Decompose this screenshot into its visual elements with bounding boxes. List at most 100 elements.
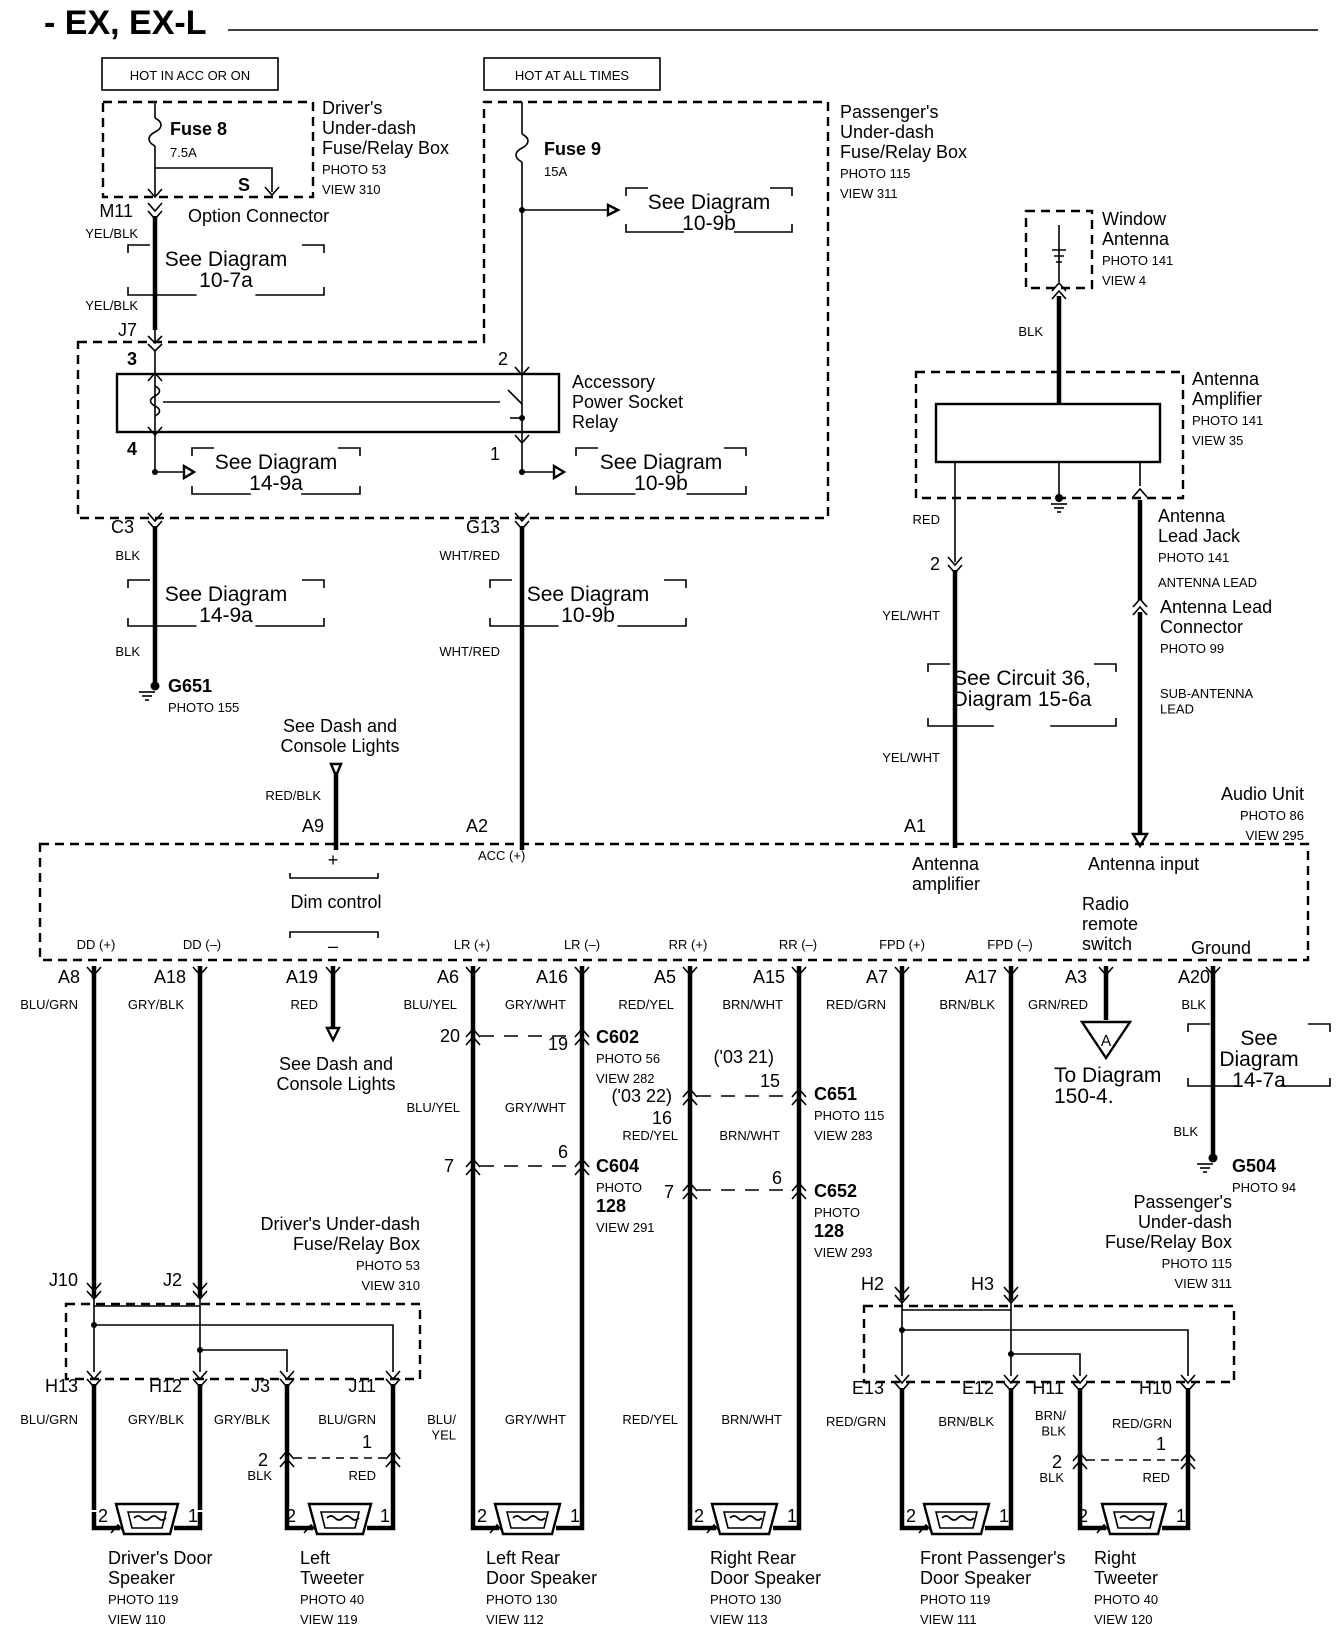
- see-ref-10-7a-text: 10-7a: [199, 269, 253, 292]
- pin-a8: A8: [58, 967, 80, 987]
- pin-c651-15: 15: [760, 1071, 780, 1091]
- tweeter-pin: [385, 1449, 401, 1460]
- pin-antenna-2: 2: [930, 554, 940, 574]
- speaker-front-pass-label: Front Passenger's: [920, 1548, 1066, 1568]
- speaker-driver-door-label: Driver's Door: [108, 1548, 212, 1568]
- c651-pin: [682, 1095, 698, 1106]
- drivers-box-lower-label: Fuse/Relay Box: [293, 1234, 420, 1254]
- wire-brnwht-3: BRN/WHT: [721, 1412, 782, 1427]
- wire-brnblk-2: BRN/BLK: [938, 1414, 994, 1429]
- j2-pin: [192, 1282, 208, 1293]
- to-diagram-label: 150-4.: [1054, 1085, 1114, 1108]
- tweeter-pin: [279, 1449, 295, 1460]
- fn-rr-minus: RR (–): [779, 937, 817, 952]
- window-antenna-box: [1024, 209, 1094, 290]
- speaker-left-tweeter-label: PHOTO 40: [300, 1592, 364, 1607]
- see-ref-14-9a-b-text: 14-9a: [199, 604, 253, 627]
- pin-c3: C3: [111, 517, 134, 537]
- antenna-lead-label: ANTENNA LEAD: [1158, 575, 1257, 590]
- pin-h3: H3: [971, 1274, 994, 1294]
- wire-brnblk-3: BLK: [1041, 1424, 1066, 1439]
- wire-yelblk-2: YEL/BLK: [85, 298, 138, 313]
- dash-lights-top-label: Console Lights: [280, 736, 399, 756]
- c652-label: C652: [814, 1181, 857, 1201]
- relay-pin: [514, 434, 530, 445]
- drivers-box-label: Driver's: [322, 98, 382, 118]
- see-ref-14-7a-text: Diagram: [1219, 1048, 1298, 1071]
- offpage-arrow-letter: A: [1101, 1033, 1112, 1050]
- relay-switch: [507, 389, 523, 405]
- speaker-right-rear-label: Right Rear: [710, 1548, 796, 1568]
- speaker-left-rear-label: PHOTO 130: [486, 1592, 557, 1607]
- driver-output-pin: [86, 1370, 102, 1381]
- antenna-amplifier-label: Antenna: [1192, 369, 1260, 389]
- speaker-lead: [687, 1512, 716, 1531]
- pass-output-pin: [1003, 1374, 1019, 1385]
- speaker-right-rear-label: PHOTO 130: [710, 1592, 781, 1607]
- tweeter-pin: [1180, 1459, 1196, 1470]
- junction-dot: [519, 469, 525, 475]
- wire-gryblk: GRY/BLK: [128, 997, 184, 1012]
- c651-label: VIEW 283: [814, 1128, 873, 1143]
- antenna-amplifier-box: [914, 370, 1185, 500]
- window-antenna-label: VIEW 4: [1102, 273, 1146, 288]
- pin-a15: A15: [753, 967, 785, 987]
- pin-a9: A9: [302, 816, 324, 836]
- see-ref-14-7a-bracket: [1187, 1078, 1238, 1087]
- speaker-lead: [470, 1512, 499, 1531]
- passengers-fuse-box: [76, 100, 830, 520]
- junction-dot: [1055, 494, 1063, 502]
- speaker-lead: [773, 1512, 802, 1531]
- wire-bluyel-3: YEL: [431, 1428, 456, 1443]
- see-ref-10-9b-a-bracket: [625, 187, 648, 196]
- drivers-fuse-box: [101, 100, 315, 199]
- see-ref-14-7a-bracket: [1187, 1023, 1210, 1032]
- wire-red-tweeter-1: RED: [349, 1468, 376, 1483]
- c602-pin: [574, 1035, 590, 1046]
- junction-dot: [899, 1327, 905, 1333]
- power-label-acc-box: [101, 57, 279, 91]
- wire-red-tweeter-2: RED: [1143, 1470, 1170, 1485]
- option-connector-label: Option Connector: [188, 206, 329, 226]
- power-label-always-box: [483, 57, 661, 91]
- see-ref-10-9b-b-bracket: [686, 486, 747, 495]
- speaker-lead: [284, 1512, 313, 1531]
- c652-label: PHOTO: [814, 1205, 860, 1220]
- antenna-lead-jack-label: Lead Jack: [1158, 526, 1241, 546]
- diagram-shapes: [38, 29, 1331, 1536]
- pin-e12: E12: [962, 1378, 994, 1398]
- see-ref-14-7a-bracket: [1280, 1078, 1331, 1087]
- to-diagram-label: To Diagram: [1054, 1064, 1161, 1087]
- passengers-junction-box: [862, 1304, 1236, 1384]
- c604-pin: [574, 1157, 590, 1168]
- wire-brnblk-3: BRN/: [1035, 1408, 1066, 1423]
- wire-yelblk-1: YEL/BLK: [85, 226, 138, 241]
- speaker-lead: [899, 1512, 928, 1531]
- see-ref-14-9a-b-bracket: [302, 579, 325, 588]
- arrow-right: [552, 463, 567, 481]
- see-ref-10-9b-b-bracket: [575, 447, 598, 456]
- see-ref-14-9a-a-bracket: [191, 447, 214, 456]
- see-ref-14-9a-b-bracket: [127, 618, 197, 627]
- speaker-pin-2: 2: [694, 1506, 704, 1526]
- relay-pin-1: 1: [490, 444, 500, 464]
- fn-lr-minus: LR (–): [564, 937, 600, 952]
- j7-pin: [147, 330, 163, 353]
- pin-g13: G13: [466, 517, 500, 537]
- speaker-right-tweeter-icon: [1119, 1515, 1153, 1521]
- speaker-right-tweeter-label: PHOTO 40: [1094, 1592, 1158, 1607]
- wire-brnwht: BRN/WHT: [722, 997, 783, 1012]
- see-ref-circuit-36-text: See Circuit 36,: [953, 667, 1091, 690]
- passengers-box-lower-label: Fuse/Relay Box: [1105, 1232, 1232, 1252]
- speaker-pin-2: 2: [1078, 1506, 1088, 1526]
- c602-label: VIEW 282: [596, 1071, 655, 1086]
- fn-rr-plus: RR (+): [669, 937, 708, 952]
- speaker-front-pass-label: Door Speaker: [920, 1568, 1031, 1588]
- wire-brnwht-2: BRN/WHT: [719, 1128, 780, 1143]
- drivers-box-lower-label: VIEW 310: [361, 1278, 420, 1293]
- wire-blugrn-2: BLU/GRN: [20, 1412, 78, 1427]
- speaker-pin-1: 1: [188, 1506, 198, 1526]
- option-pin: [264, 186, 280, 197]
- wire-yelwht-1: YEL/WHT: [882, 608, 940, 623]
